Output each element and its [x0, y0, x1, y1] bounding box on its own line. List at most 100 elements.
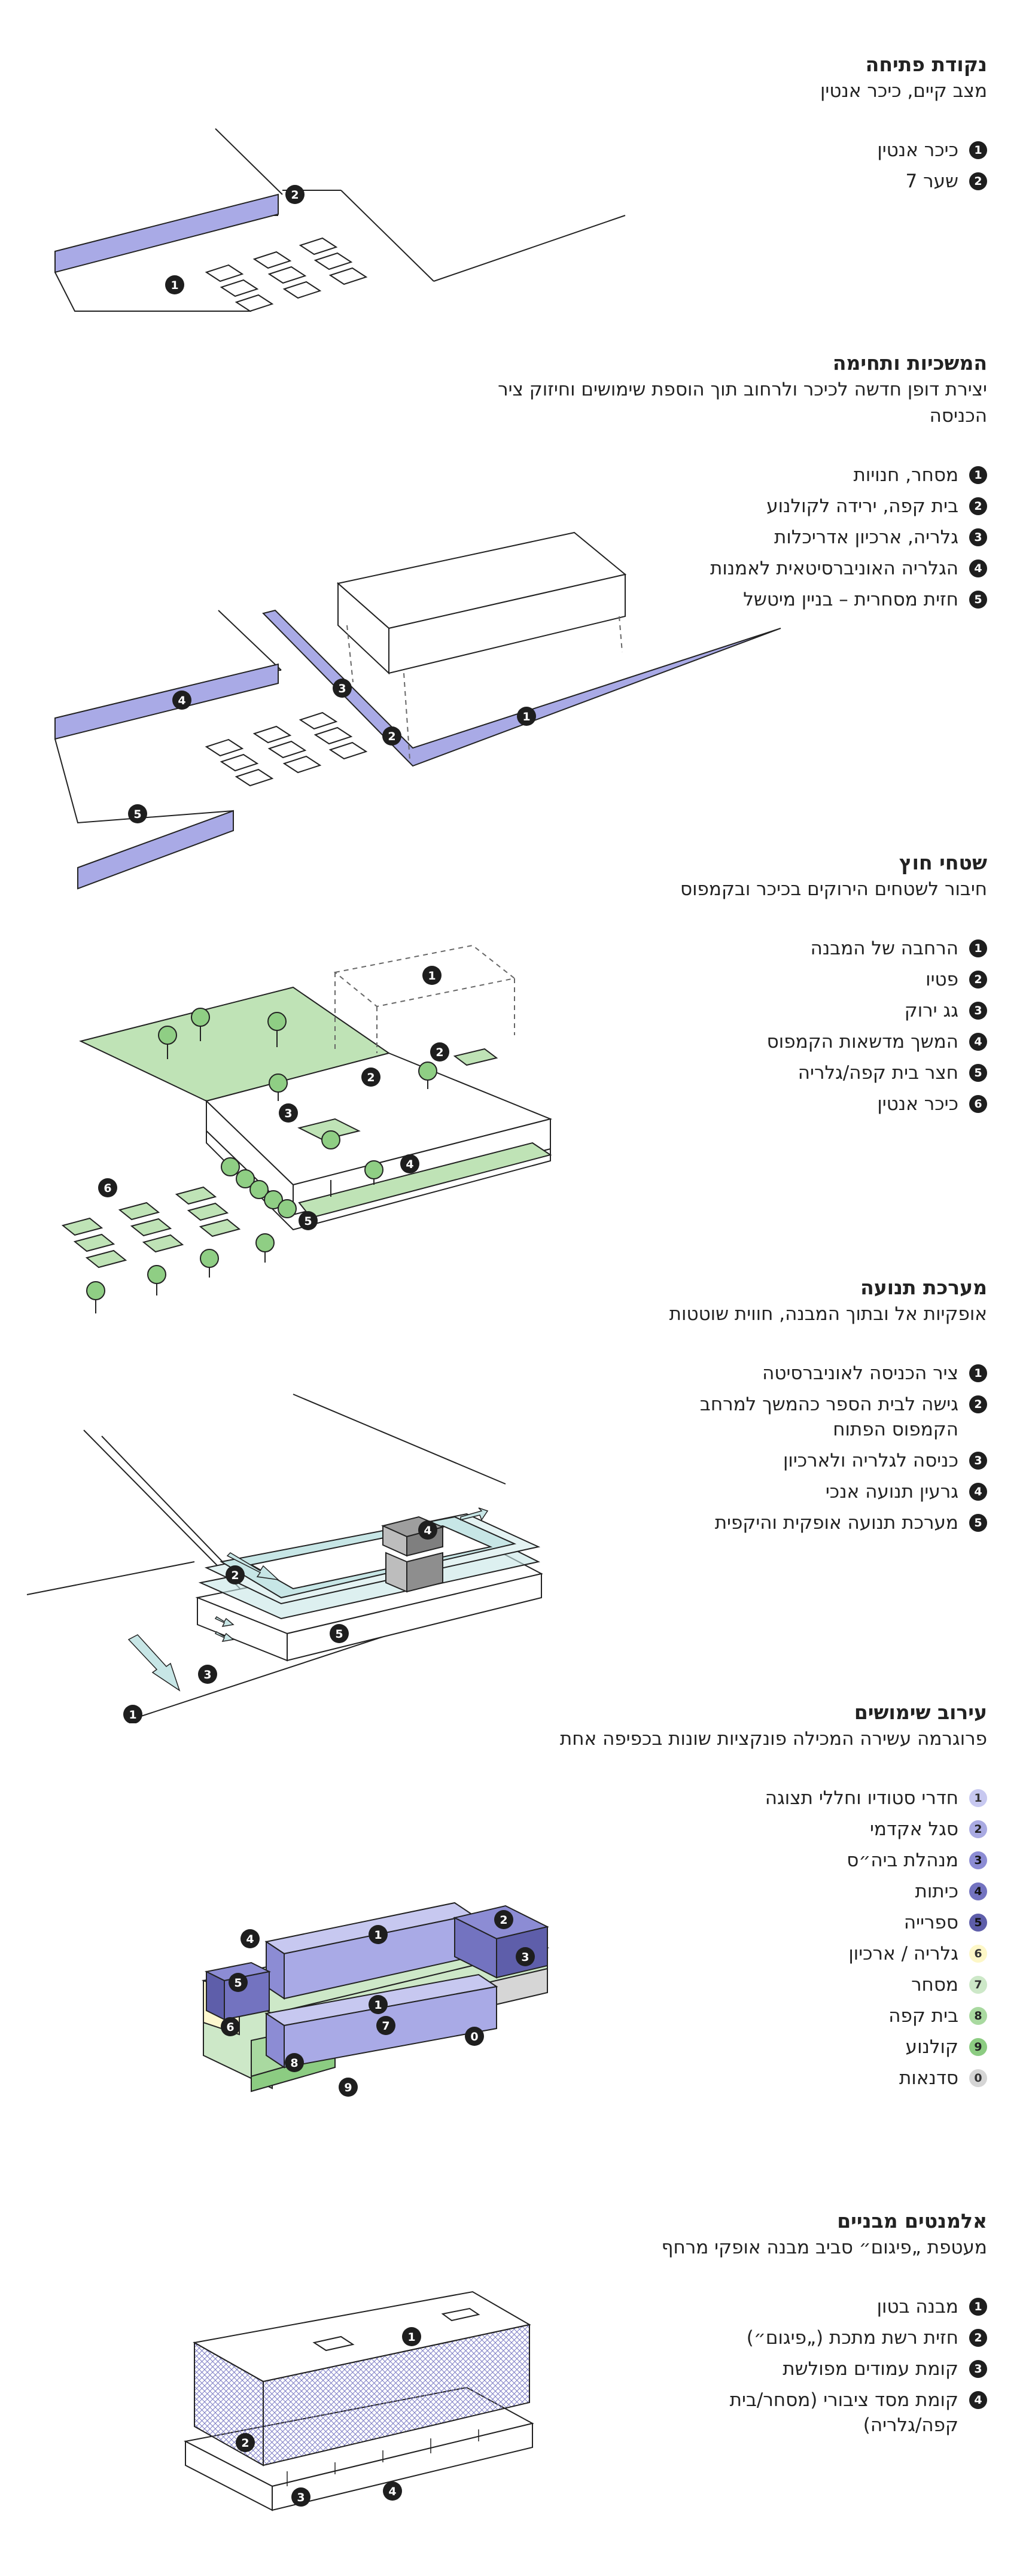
marker-3: 3 [333, 679, 352, 698]
svg-text:5: 5 [304, 1215, 312, 1228]
svg-text:5: 5 [133, 808, 141, 821]
trees [86, 1008, 437, 1313]
section-text: שטחי חוץ חיבור לשטחים הירוקים בכיכר ובקמ… [449, 850, 987, 1123]
legend-number: 3 [969, 1851, 987, 1869]
svg-text:4: 4 [246, 1933, 254, 1946]
svg-text:9: 9 [344, 2081, 352, 2094]
legend-number: 5 [969, 1914, 987, 1932]
legend-label: חדרי סטודיו וחללי תצוגה [765, 1787, 958, 1809]
marker-2: 2 [494, 1910, 513, 1929]
legend-label: מסחר, חנויות [853, 464, 959, 486]
marker-2: 2 [285, 185, 305, 204]
legend-label: שער 7 [905, 171, 958, 192]
section-title: אלמנטים מבניים [837, 2209, 987, 2233]
mesh-facade [193, 2291, 531, 2466]
legend-label: כניסה לגלריה ולארכיון [783, 1450, 958, 1471]
legend-label: בית קפה, ירידה לקולנוע [766, 495, 958, 517]
legend-item: 2 גישה לבית הספר כהמשך למרחב הקמפוס הפתוח [449, 1392, 987, 1442]
purple-band-upper [54, 193, 279, 273]
svg-text:3: 3 [203, 1668, 211, 1681]
legend-number: 4 [969, 559, 987, 577]
marker-2: 2 [236, 2433, 255, 2452]
svg-text:7: 7 [382, 2020, 389, 2033]
section-subtitle: מעטפת „פיגום״ סביב מבנה אופקי מרחף [661, 2237, 987, 2258]
svg-text:2: 2 [241, 2437, 249, 2450]
legend-number: 4 [969, 2391, 987, 2409]
svg-text:8: 8 [290, 2057, 298, 2070]
patio [297, 1118, 361, 1141]
marker-5: 5 [128, 804, 147, 823]
legend-number: 6 [969, 1095, 987, 1113]
legend-number: 6 [969, 1945, 987, 1963]
diagram-outdoor-spaces: 1 2 2 3 4 5 6 [61, 944, 553, 1313]
section-subtitle: חיבור לשטחים הירוקים בכיכר ובקמפוס [680, 878, 987, 900]
legend-number: 3 [969, 2360, 987, 2378]
svg-text:1: 1 [428, 969, 436, 983]
svg-text:2: 2 [388, 730, 395, 743]
svg-text:4: 4 [406, 1158, 413, 1171]
svg-text:5: 5 [234, 1976, 242, 1990]
arrows [127, 1507, 489, 1692]
extension-outline [333, 944, 516, 1053]
marker-3: 3 [291, 2487, 310, 2507]
marker-2: 2 [226, 1565, 245, 1584]
svg-text:2: 2 [231, 1569, 239, 1582]
purple-band-left [54, 663, 279, 740]
diagram-continuity: 1 2 3 4 5 [54, 531, 781, 890]
section-text: המשכיות ותחימה יצירת דופן חדשה לכיכר ולר… [449, 350, 987, 618]
legend-number: 7 [969, 1976, 987, 1994]
diagram-mixed-use: 1 1 2 3 4 5 6 7 8 9 0 [201, 1902, 550, 2097]
marker-5: 5 [299, 1211, 318, 1230]
legend-number: 1 [969, 939, 987, 957]
legend-item: 1 חדרי סטודיו וחללי תצוגה [449, 1786, 987, 1811]
svg-text:2: 2 [367, 1071, 375, 1084]
legend-number: 1 [969, 141, 987, 159]
marker-1: 1 [123, 1705, 142, 1723]
legend-item: 4 קומת מסד ציבורי (מסחר/בית קפה/גלריה) [449, 2388, 987, 2438]
section-title: המשכיות ותחימה [832, 351, 987, 375]
legend-number: 3 [969, 1002, 987, 1020]
legend-label: קומת מסד ציבורי (מסחר/בית קפה/גלריה) [729, 2389, 958, 2436]
section-subtitle: פרוגרמה עשירה המכילה פונקציות שונות בכפי… [559, 1728, 987, 1750]
svg-text:1: 1 [171, 279, 178, 292]
legend-label: קולנוע [905, 2036, 958, 2058]
section-title: נקודת פתיחה [865, 53, 987, 76]
legend-number: 5 [969, 591, 987, 609]
svg-text:2: 2 [436, 1046, 443, 1059]
marker-4: 4 [383, 2481, 402, 2501]
legend-label: גישה לבית הספר כהמשך למרחב הקמפוס הפתוח [699, 1394, 958, 1440]
section-title: שטחי חוץ [899, 851, 987, 874]
legend-number: 1 [969, 1789, 987, 1807]
legend-number: 4 [969, 1882, 987, 1900]
section-continuity: 1 2 3 4 5 המשכיות ותחימה יצירת דופן חדשה… [0, 347, 1029, 910]
legend-label: מנהלת ביה״ס [847, 1850, 958, 1871]
marker-4: 4 [400, 1154, 419, 1173]
paving-grid [205, 237, 368, 312]
marker-6: 6 [98, 1178, 117, 1197]
legend-number: 2 [969, 1395, 987, 1413]
marker-3: 3 [198, 1665, 217, 1684]
marker-4: 4 [172, 691, 191, 710]
legend-label: גרעין תנועה אנכי [825, 1481, 958, 1503]
purple-band-bottom [77, 810, 234, 890]
svg-text:3: 3 [297, 2491, 305, 2504]
legend-label: כיתות [915, 1881, 958, 1902]
legend-label: בית קפה [888, 2005, 958, 2027]
diagram-circulation: 1 2 3 4 5 [26, 1394, 543, 1723]
diagram-existing-state: 1 2 [54, 128, 626, 312]
section-subtitle: מצב קיים, כיכר אנטין [820, 80, 987, 102]
svg-text:6: 6 [226, 2021, 234, 2034]
